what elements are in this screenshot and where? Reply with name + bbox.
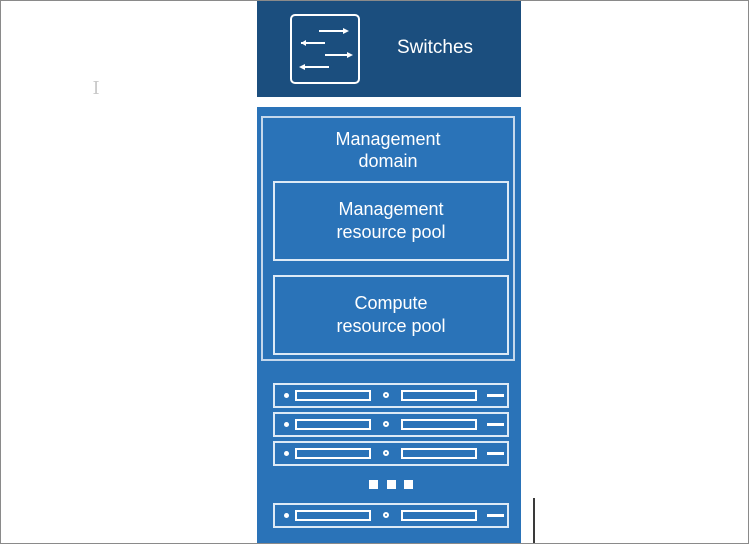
management-domain-box: Management domain Management resource po… <box>261 116 515 361</box>
server-icon <box>273 383 509 408</box>
switches-block: Switches <box>257 1 521 97</box>
compute-resource-pool-label: Compute resource pool <box>336 293 446 336</box>
infrastructure-column: Management domain Management resource po… <box>257 107 521 543</box>
server-icon <box>273 441 509 466</box>
server-icon <box>273 412 509 437</box>
server-icon <box>273 503 509 528</box>
management-domain-label: Management domain <box>335 129 441 171</box>
switch-icon <box>290 14 360 84</box>
text-caret <box>533 498 535 543</box>
management-resource-pool-box: Management resource pool <box>273 181 509 261</box>
management-resource-pool-label: Management resource pool <box>336 199 446 242</box>
compute-resource-pool-box: Compute resource pool <box>273 275 509 355</box>
ellipsis-icon <box>369 480 413 489</box>
text-cursor-icon: I <box>92 78 100 99</box>
switches-label: Switches <box>397 37 474 58</box>
